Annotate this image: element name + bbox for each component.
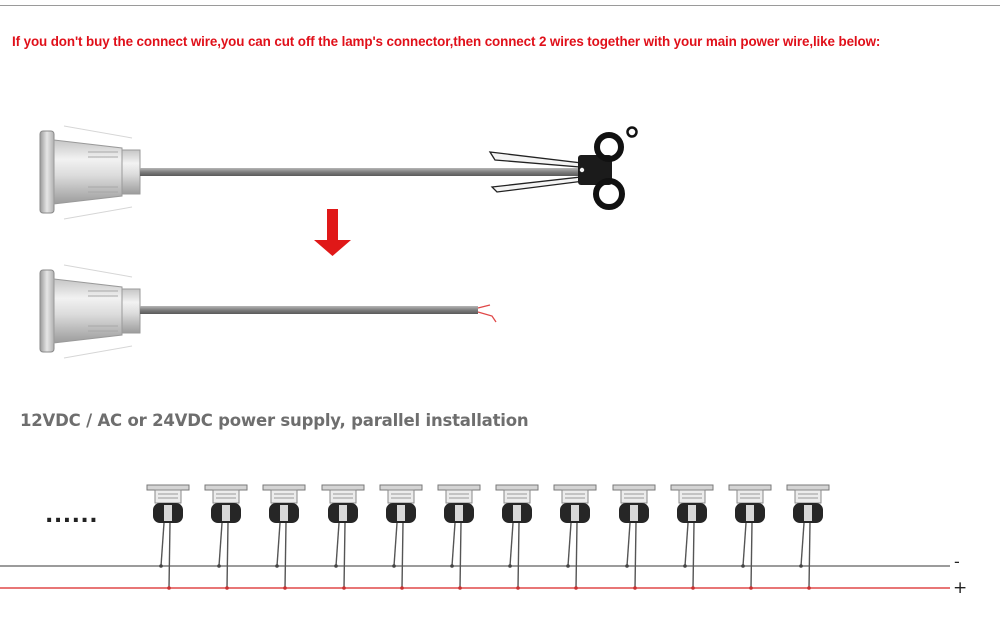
top-divider [0, 5, 1000, 6]
continuation-dots: ...... [45, 503, 99, 528]
lamp-icon [321, 484, 365, 590]
lamp-icon [379, 484, 423, 590]
lamp-icon [495, 484, 539, 590]
lamp-icon [728, 484, 772, 590]
down-arrow-icon [314, 209, 351, 256]
lamp-icon [437, 484, 481, 590]
lamp-cut-wire [39, 264, 497, 359]
scissors-icon [488, 126, 638, 210]
lamp-icon [553, 484, 597, 590]
lamp-with-connector [39, 125, 638, 220]
power-supply-title: 12VDC / AC or 24VDC power supply, parall… [20, 411, 529, 430]
bare-wire-ends [477, 304, 497, 323]
lamp-cable-cut [140, 306, 478, 314]
positive-symbol: + [953, 578, 968, 598]
lamp-icon [612, 484, 656, 590]
lamp-cable [140, 168, 610, 176]
lamp-icon [670, 484, 714, 590]
negative-symbol: - [954, 552, 960, 571]
lamp-icon [204, 484, 248, 590]
lamp-icon [146, 484, 190, 590]
lamp-icon [39, 264, 141, 359]
parallel-lamp-row [146, 484, 830, 590]
lamp-icon [262, 484, 306, 590]
lamp-icon [786, 484, 830, 590]
instruction-text: If you don't buy the connect wire,you ca… [12, 34, 881, 49]
lamp-icon [39, 125, 141, 220]
